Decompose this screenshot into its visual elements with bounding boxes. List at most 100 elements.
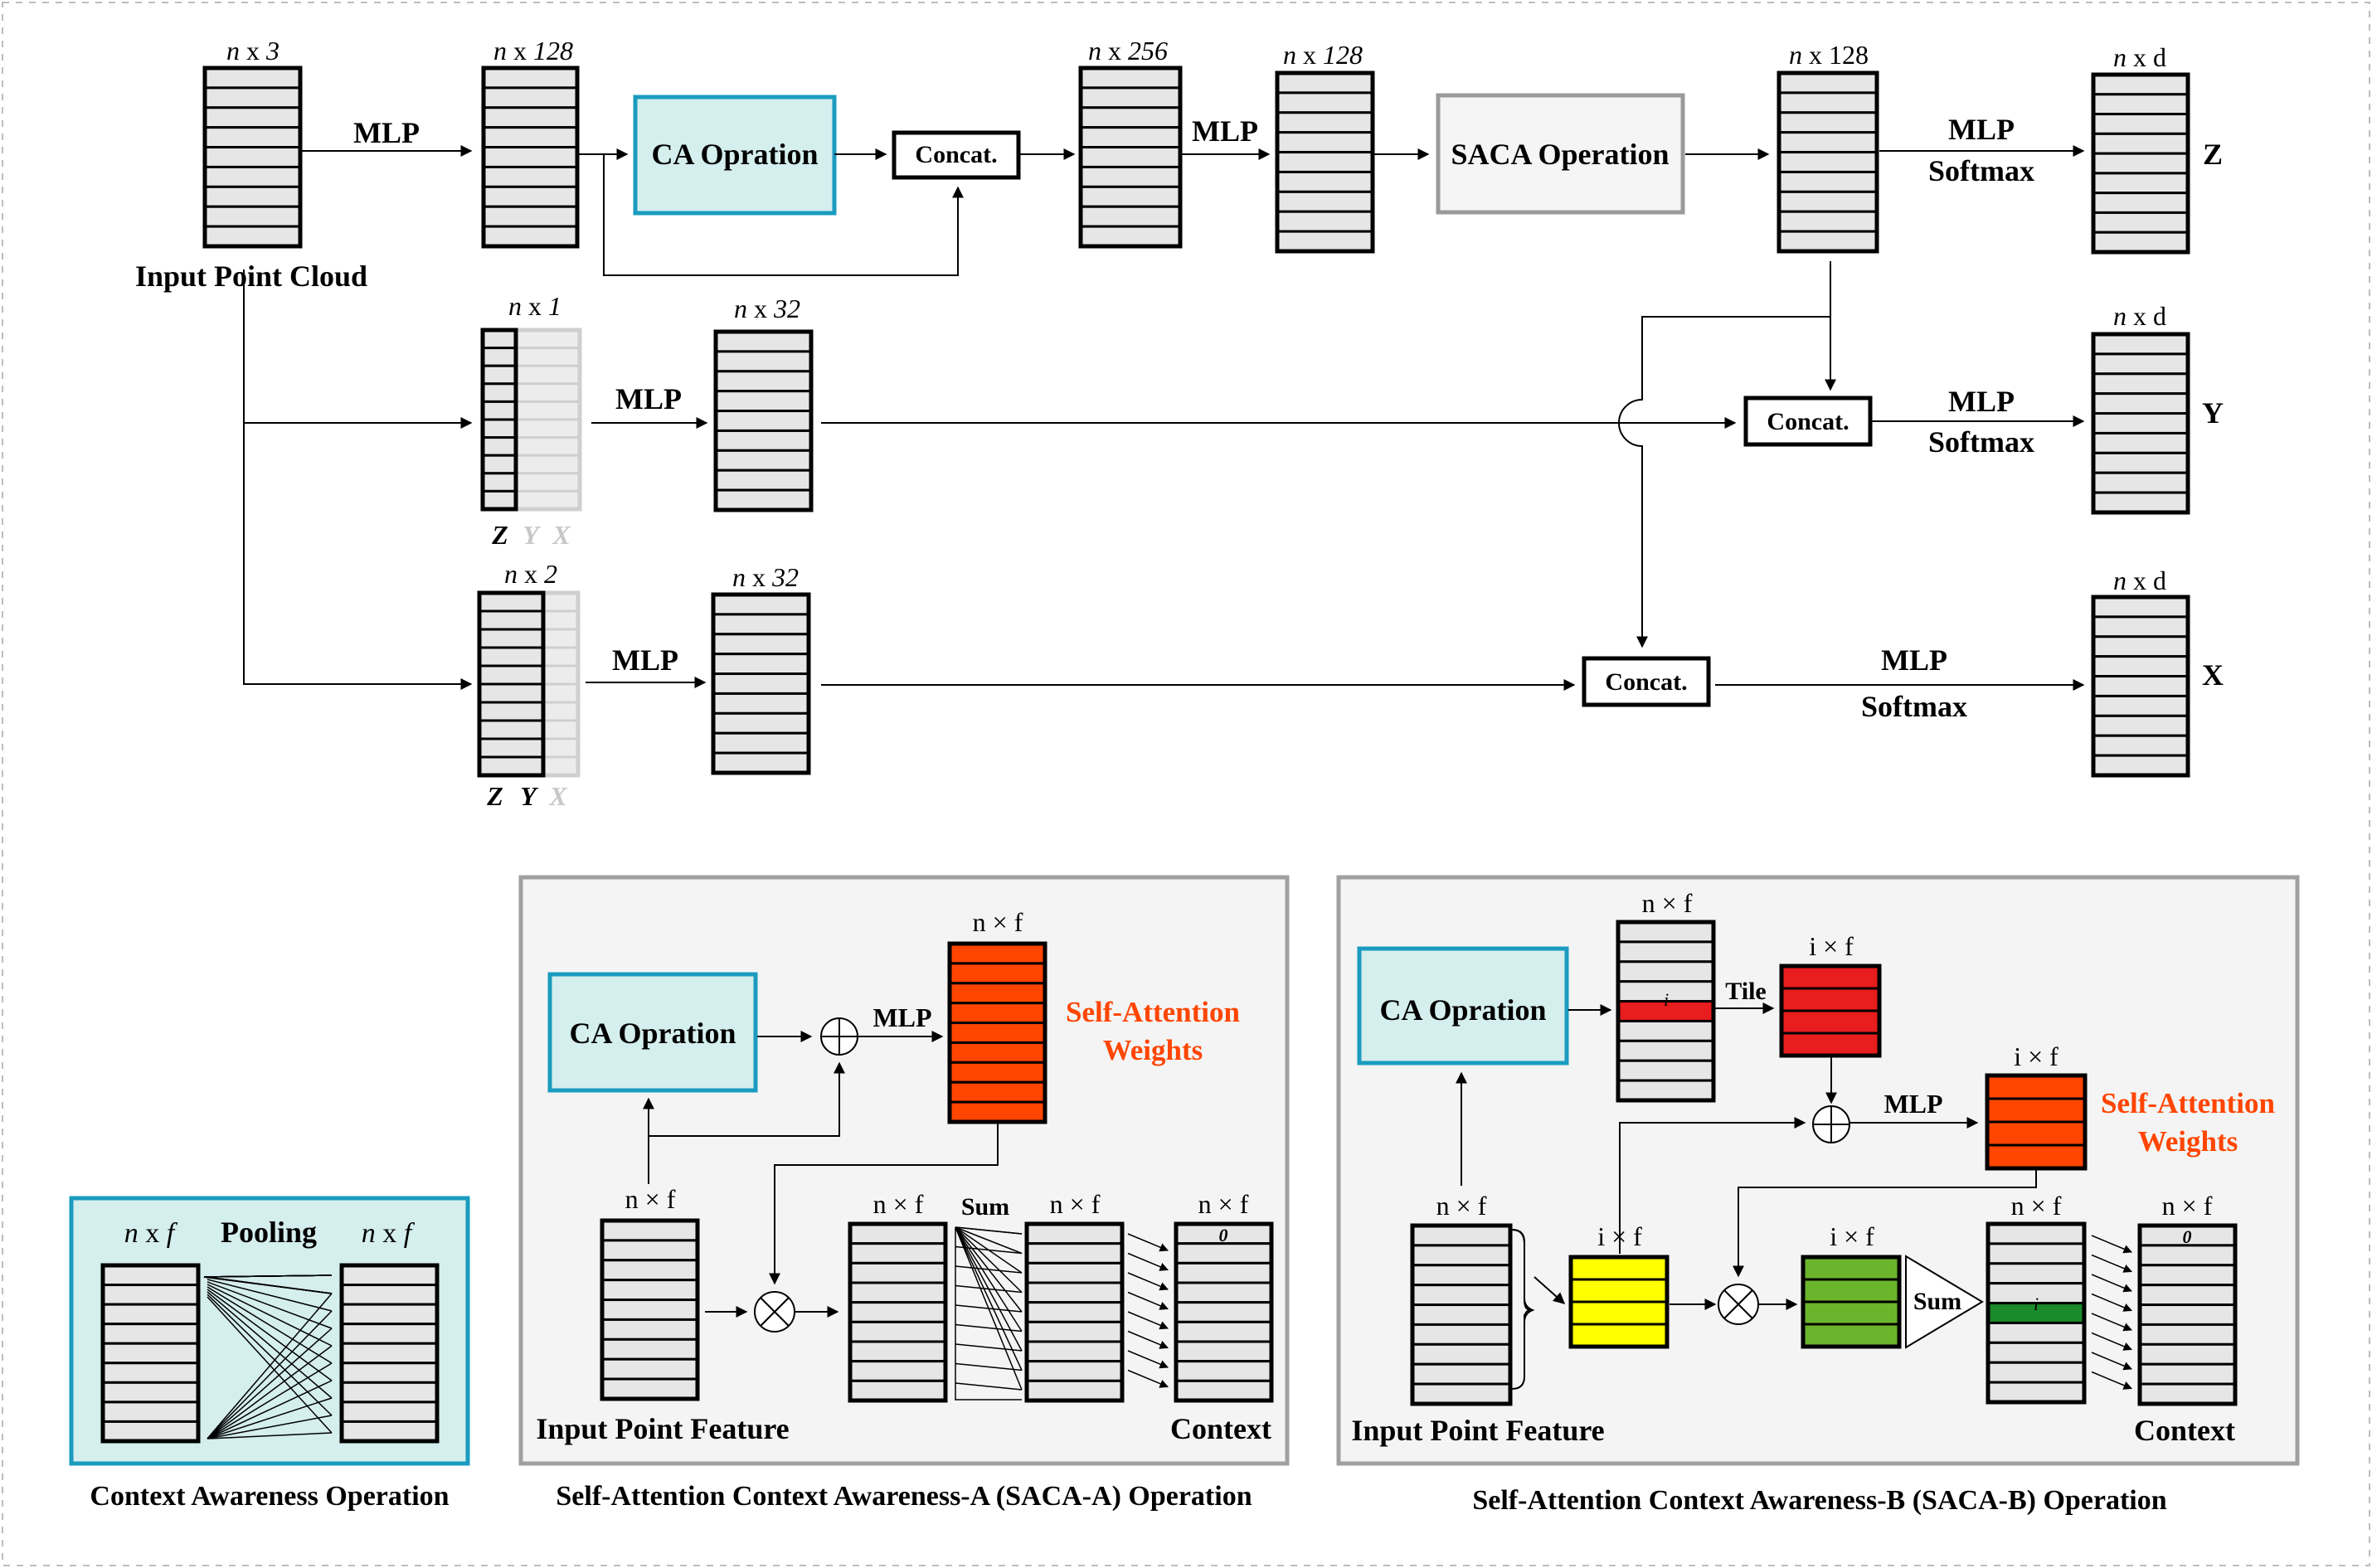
shift-arrow bbox=[1127, 1291, 1169, 1310]
stack-row bbox=[1986, 1222, 2086, 1245]
stack-border bbox=[1616, 920, 1716, 1103]
tile-label: Tile bbox=[1725, 978, 1766, 1005]
shift-arrow bbox=[2091, 1293, 2132, 1312]
output-x-label: X bbox=[2202, 658, 2224, 692]
fan-line bbox=[955, 1227, 1022, 1401]
stack-row bbox=[1276, 111, 1374, 134]
stack-row bbox=[1986, 1341, 2086, 1364]
stack-row bbox=[712, 613, 810, 636]
mlp-label: MLP bbox=[1884, 1089, 1942, 1119]
stack-row bbox=[1777, 71, 1879, 95]
dim-label-nd: n x d bbox=[2113, 566, 2166, 595]
stack-row bbox=[2092, 754, 2190, 777]
stack-row bbox=[1801, 1278, 1901, 1303]
stack-row bbox=[1174, 1242, 1273, 1265]
stack-row bbox=[2092, 73, 2190, 96]
fan-line bbox=[207, 1279, 333, 1312]
stack-row bbox=[101, 1264, 200, 1287]
stack-border bbox=[711, 592, 811, 775]
stack-row bbox=[712, 653, 810, 676]
stack-weighted-features bbox=[1801, 1255, 1902, 1349]
stack-row bbox=[1616, 1079, 1715, 1102]
stack-row bbox=[478, 701, 545, 722]
context-shift-arrows bbox=[2091, 1235, 2132, 1390]
dim-label-nf: n × f bbox=[625, 1184, 676, 1214]
stack-row bbox=[600, 1279, 699, 1302]
stack-input-point-feature bbox=[1410, 1223, 1513, 1406]
multiply-operator-icon bbox=[1723, 1289, 1753, 1319]
dim-label-nf: n x f bbox=[362, 1218, 416, 1249]
stack-row bbox=[600, 1219, 699, 1242]
stack-row bbox=[1276, 71, 1374, 95]
stack-row bbox=[1411, 1323, 1512, 1346]
stack-output-z bbox=[2091, 72, 2190, 255]
stack-row bbox=[340, 1420, 439, 1443]
ca-operation-label: CA Opration bbox=[569, 1017, 736, 1050]
stack-border bbox=[480, 328, 518, 512]
stack-row bbox=[481, 436, 518, 457]
stack-row bbox=[1079, 86, 1182, 109]
stack-row bbox=[2092, 172, 2190, 195]
dim-label-nf: n × f bbox=[973, 907, 1023, 937]
input-point-feature-label: Input Point Feature bbox=[536, 1412, 789, 1445]
stack-n1 bbox=[480, 328, 582, 512]
shift-arrow bbox=[2091, 1254, 2132, 1273]
stack-row bbox=[2138, 1382, 2237, 1405]
stack-row bbox=[482, 165, 579, 188]
stack-row bbox=[101, 1381, 200, 1404]
stack-row bbox=[2092, 694, 2190, 717]
stack-row bbox=[714, 449, 813, 472]
stack-row bbox=[2092, 635, 2190, 658]
stack-row bbox=[848, 1301, 947, 1323]
stack-border bbox=[1024, 1221, 1125, 1403]
stack-border bbox=[1410, 1223, 1513, 1406]
arrow-weights-to-multiply bbox=[1733, 1169, 2037, 1278]
stack-row bbox=[1411, 1342, 1512, 1366]
stack-row bbox=[712, 633, 810, 656]
stack-row bbox=[600, 1318, 699, 1341]
stack-row bbox=[1780, 1032, 1881, 1057]
stack-row bbox=[1025, 1242, 1124, 1265]
stack-row bbox=[1780, 964, 1881, 990]
stack-attention-weights bbox=[1985, 1073, 2088, 1171]
dim-label-nf: n x f bbox=[124, 1218, 178, 1249]
stack-row bbox=[1174, 1340, 1273, 1363]
stack-row bbox=[2092, 714, 2190, 737]
stack-row-faded bbox=[514, 328, 581, 350]
stack-row bbox=[1801, 1255, 1901, 1281]
concat-label: Concat. bbox=[915, 141, 997, 168]
stack-selected-features bbox=[1568, 1255, 1670, 1349]
stack-row bbox=[481, 328, 518, 350]
stack-row bbox=[482, 86, 579, 109]
stack-border bbox=[1174, 1221, 1274, 1403]
shift-arrow bbox=[1127, 1272, 1169, 1291]
fan-line bbox=[955, 1226, 1023, 1235]
stack-row bbox=[712, 751, 810, 774]
stack-row bbox=[1616, 920, 1715, 944]
stack-row-faded bbox=[542, 664, 580, 686]
axis-z-label: Z bbox=[486, 781, 503, 811]
stack-row bbox=[1777, 230, 1879, 253]
stack-row bbox=[1986, 1120, 2087, 1147]
stack-row bbox=[600, 1357, 699, 1381]
stack-row bbox=[1025, 1379, 1124, 1402]
stack-row bbox=[848, 1261, 947, 1284]
stack-row bbox=[101, 1401, 200, 1423]
stack-row bbox=[712, 711, 810, 735]
fan-line bbox=[207, 1415, 333, 1439]
shift-arrow bbox=[2091, 1235, 2132, 1254]
stack-row bbox=[1079, 126, 1182, 149]
stack-row bbox=[2092, 655, 2190, 678]
stack-border bbox=[848, 1221, 948, 1403]
stack-row bbox=[1986, 1381, 2086, 1404]
fan-line bbox=[955, 1362, 1023, 1371]
brace-icon bbox=[1511, 1229, 1535, 1390]
stack-row bbox=[948, 1002, 1047, 1025]
stack-row bbox=[101, 1420, 200, 1443]
shift-arrow bbox=[1127, 1311, 1169, 1330]
stack-row bbox=[2092, 595, 2190, 619]
stack-row bbox=[2092, 615, 2190, 638]
stack-row bbox=[481, 364, 518, 386]
stack-border bbox=[1568, 1255, 1670, 1349]
